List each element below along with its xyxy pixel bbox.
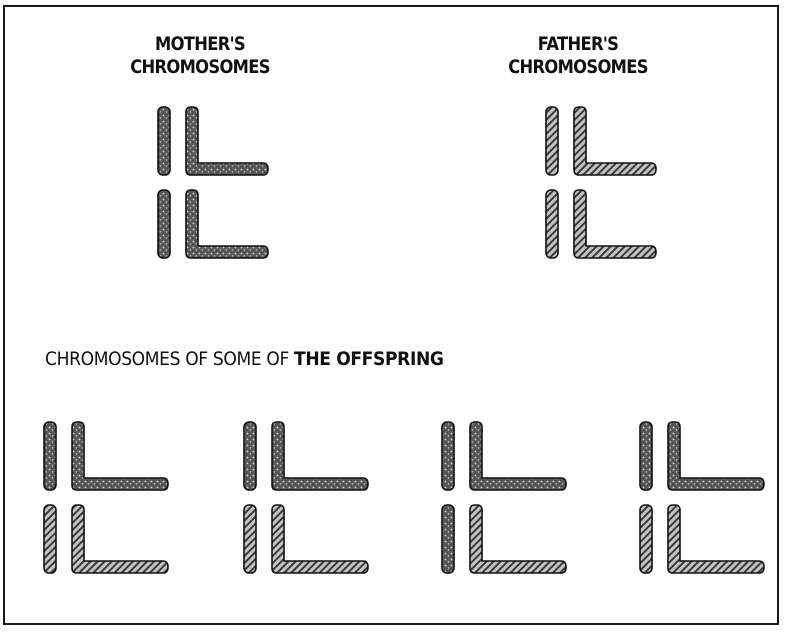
offspring3-pair1-l-chromosome: [469, 421, 567, 491]
offspring2-pair2-i-chromosome: [243, 504, 257, 574]
offspring3-pair2-l-chromosome: [469, 504, 567, 574]
offspring3-pair1-i-chromosome: [441, 421, 455, 491]
offspring1-pair1-i-chromosome: [43, 421, 57, 491]
offspring1-pair2-i-chromosome: [43, 504, 57, 574]
mother-pair1-l-chromosome: [185, 106, 269, 176]
offspring-heading-part1: CHROMOSOMES OF SOME OF: [45, 348, 295, 370]
mother-heading-line2: CHROMOSOMES: [130, 56, 270, 78]
father-pair1-l-chromosome: [573, 106, 657, 176]
offspring-heading: CHROMOSOMES OF SOME OF THE OFFSPRING: [45, 347, 444, 371]
mother-pair1-i-chromosome: [157, 106, 171, 176]
mother-pair2-i-chromosome: [157, 189, 171, 259]
offspring1-pair1-l-chromosome: [71, 421, 169, 491]
father-heading: FATHER'S CHROMOSOMES: [466, 33, 690, 79]
offspring2-pair1-l-chromosome: [271, 421, 369, 491]
father-heading-line2: CHROMOSOMES: [508, 56, 648, 78]
figure-frame: [3, 5, 779, 625]
mother-heading: MOTHER'S CHROMOSOMES: [88, 33, 312, 79]
mother-heading-line1: MOTHER'S: [154, 33, 246, 55]
father-pair2-l-chromosome: [573, 189, 657, 259]
father-heading-line1: FATHER'S: [537, 33, 619, 55]
chromosome-layer: [43, 106, 765, 574]
offspring4-pair2-i-chromosome: [639, 504, 653, 574]
father-pair1-i-chromosome: [545, 106, 559, 176]
offspring4-pair2-l-chromosome: [667, 504, 765, 574]
offspring2-pair1-i-chromosome: [243, 421, 257, 491]
offspring4-pair1-l-chromosome: [667, 421, 765, 491]
offspring3-pair2-i-chromosome: [441, 504, 455, 574]
offspring1-pair2-l-chromosome: [71, 504, 169, 574]
offspring2-pair2-l-chromosome: [271, 504, 369, 574]
offspring-heading-part2: THE OFFSPRING: [294, 348, 444, 370]
father-pair2-i-chromosome: [545, 189, 559, 259]
mother-pair2-l-chromosome: [185, 189, 269, 259]
offspring4-pair1-i-chromosome: [639, 421, 653, 491]
